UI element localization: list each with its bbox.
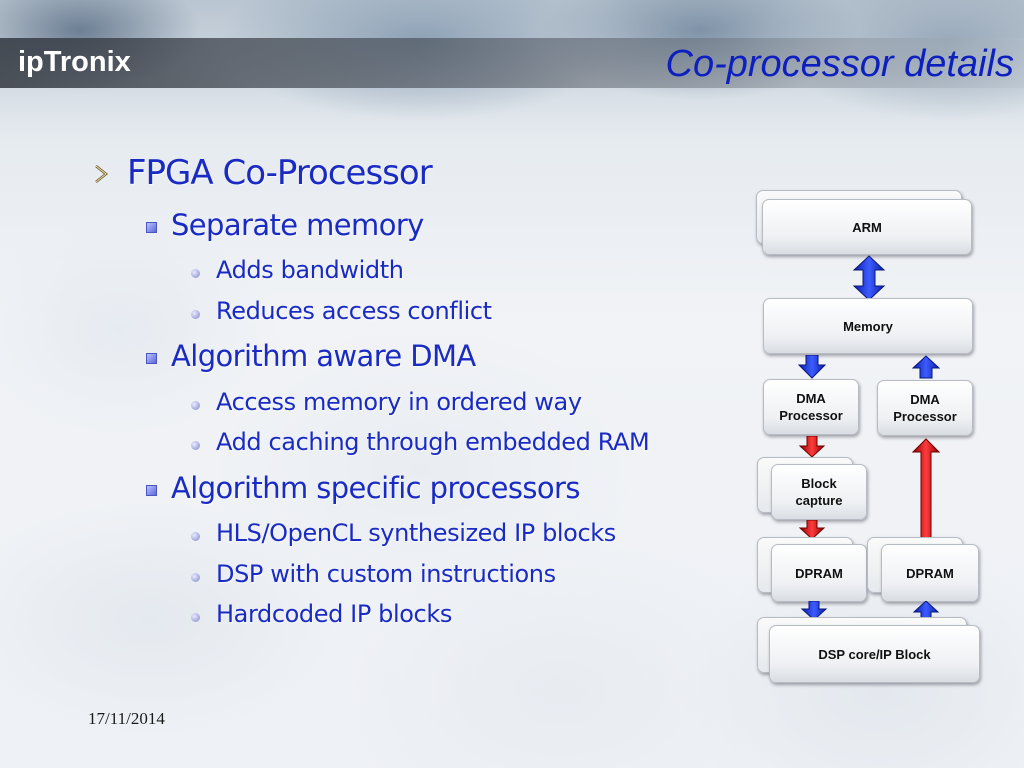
dot-bullet-icon — [191, 613, 200, 622]
arm-label: ARM — [852, 219, 882, 235]
arm-box: ARM — [762, 199, 972, 255]
bullet-level2: Algorithm specific processors — [171, 471, 580, 505]
memory-label: Memory — [843, 318, 893, 334]
square-bullet-icon — [146, 222, 157, 233]
dot-bullet-icon — [191, 310, 200, 319]
double-arrow-icon — [852, 255, 886, 301]
dpram-left-box: DPRAM — [771, 544, 867, 602]
dma-right-line1: DMA — [910, 392, 940, 407]
bullet-list: FPGA Co-Processor Separate memory Adds b… — [95, 153, 650, 628]
memory-box: Memory — [763, 298, 973, 354]
block-capture-line2: capture — [795, 493, 843, 508]
footer-date: 17/11/2014 — [88, 709, 165, 728]
dot-bullet-icon — [191, 401, 200, 410]
bullet-level2: Algorithm aware DMA — [171, 339, 476, 373]
dpram-right-box: DPRAM — [881, 544, 979, 602]
block-capture-box: Block capture — [771, 464, 867, 520]
down-arrow-icon — [798, 355, 826, 379]
dpram-left-label: DPRAM — [795, 565, 843, 581]
bullet-level3: DSP with custom instructions — [216, 560, 556, 588]
square-bullet-icon — [146, 353, 157, 364]
bullet-level3: Add caching through embedded RAM — [216, 428, 650, 456]
slide-title: Co-processor details — [665, 43, 1014, 85]
bullet-level3: Hardcoded IP blocks — [216, 600, 452, 628]
dot-bullet-icon — [191, 573, 200, 582]
bullet-level3: Adds bandwidth — [216, 256, 404, 284]
square-bullet-icon — [146, 485, 157, 496]
bullet-level3: Access memory in ordered way — [216, 388, 582, 416]
dma-processor-right-box: DMA Processor — [877, 380, 973, 436]
dma-left-line2: Processor — [779, 408, 843, 423]
dma-right-line2: Processor — [893, 409, 957, 424]
block-capture-line1: Block — [801, 476, 837, 491]
down-arrow-red-icon — [798, 436, 826, 458]
up-arrow-icon — [912, 355, 940, 379]
up-arrow-red-icon — [912, 438, 940, 542]
triangle-bullet-icon — [95, 165, 108, 183]
brand-logo-text: ipTronix — [18, 46, 131, 78]
down-arrow-icon — [800, 601, 828, 621]
dot-bullet-icon — [191, 441, 200, 450]
down-arrow-red-icon — [798, 520, 826, 540]
dsp-label: DSP core/IP Block — [818, 646, 931, 662]
bullet-level3: HLS/OpenCL synthesized IP blocks — [216, 519, 616, 547]
dsp-core-box: DSP core/IP Block — [769, 625, 980, 683]
dpram-right-label: DPRAM — [906, 565, 954, 581]
title-bar — [0, 38, 1024, 88]
bullet-level1: FPGA Co-Processor — [127, 153, 433, 193]
dma-left-line1: DMA — [796, 391, 826, 406]
bullet-level3: Reduces access conflict — [216, 297, 492, 325]
dot-bullet-icon — [191, 269, 200, 278]
dot-bullet-icon — [191, 532, 200, 541]
coprocessor-diagram: ARM Memory DMA Processor DMA Processor — [740, 180, 1000, 700]
bullet-level2: Separate memory — [171, 208, 424, 242]
dma-processor-left-box: DMA Processor — [763, 379, 859, 435]
